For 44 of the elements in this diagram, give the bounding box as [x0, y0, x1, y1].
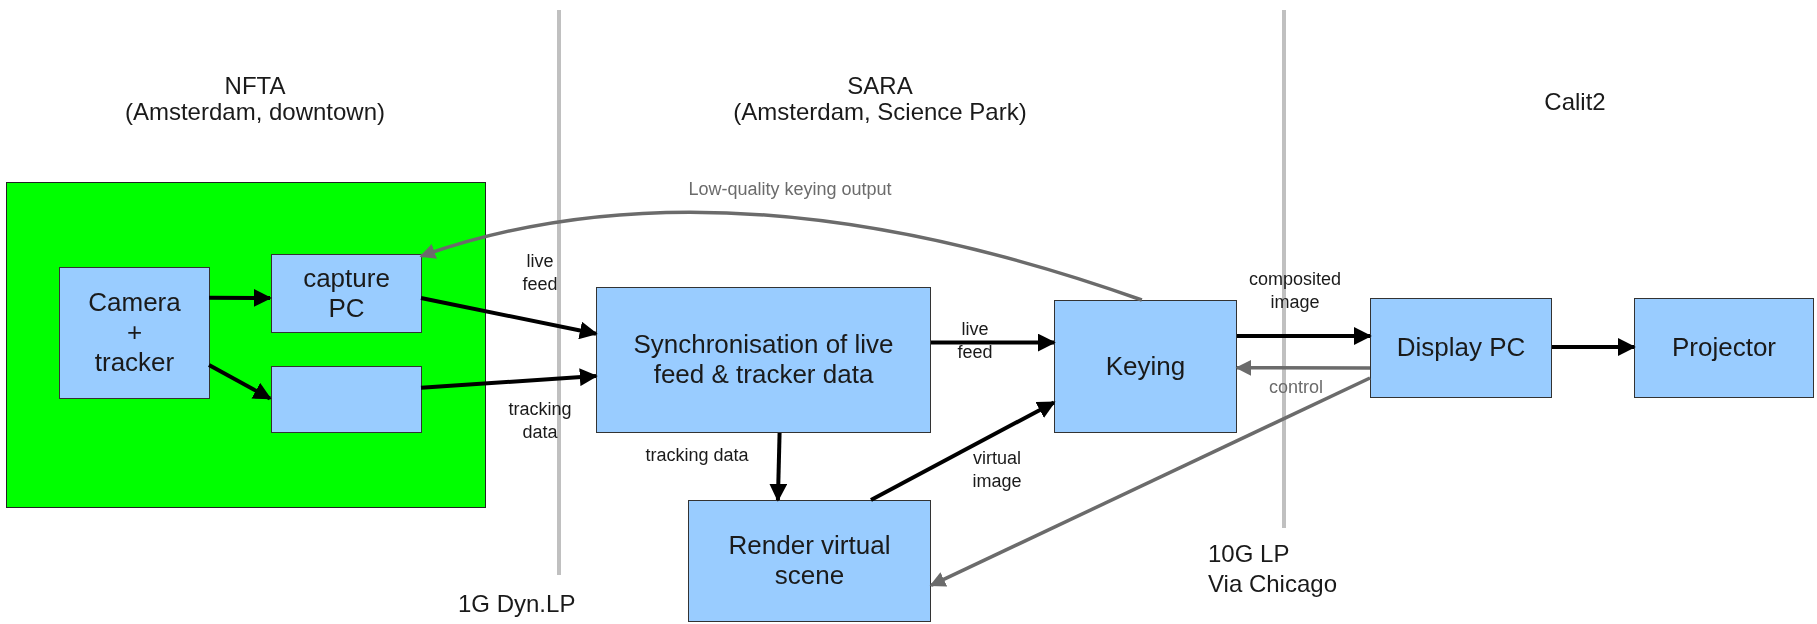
box-label: Display PC	[1396, 333, 1526, 363]
arrow	[208, 363, 272, 401]
group-box	[6, 182, 486, 508]
edge-label: composited image	[1247, 268, 1343, 315]
arrow	[870, 400, 1056, 502]
link-label: 1G Dyn.LP	[458, 590, 577, 619]
site-heading: NFTA	[223, 72, 287, 101]
edge-label: tracking data	[507, 398, 573, 445]
arrow	[931, 333, 1056, 352]
arrow	[209, 288, 272, 307]
arrow	[420, 296, 598, 340]
arrow	[929, 376, 1371, 587]
box-label: Camera + tracker	[87, 288, 182, 378]
edge-label: live feed	[956, 318, 994, 365]
edge-label: tracking data	[644, 444, 750, 467]
link-label: Via Chicago	[1208, 570, 1338, 599]
box-label: Render virtual scene	[727, 531, 892, 591]
arrow	[1237, 327, 1372, 345]
edge-label: virtual image	[971, 447, 1023, 494]
site-heading: (Amsterdam, Science Park)	[732, 98, 1028, 127]
box-label: Synchronisation of live feed & tracker data	[632, 330, 895, 390]
arrow	[1552, 338, 1636, 356]
process-box	[271, 254, 422, 333]
process-box	[271, 366, 422, 433]
edge-label: Low-quality keying output	[687, 178, 893, 201]
arrow	[420, 368, 598, 390]
box-label: Keying	[1105, 351, 1186, 382]
arrow	[769, 432, 788, 502]
site-heading: (Amsterdam, downtown)	[123, 98, 387, 127]
site-heading: Calit2	[1543, 88, 1607, 117]
process-box	[59, 267, 210, 399]
process-box	[596, 287, 931, 433]
edge-label: live feed	[521, 250, 559, 297]
process-box	[1634, 298, 1814, 398]
link-label: 10G LP	[1208, 540, 1291, 569]
box-label: capture PC	[302, 263, 391, 324]
process-box	[688, 500, 931, 622]
site-heading: SARA	[846, 72, 914, 101]
arrow	[1235, 359, 1370, 376]
box-label: Projector	[1671, 333, 1776, 363]
process-box	[1370, 298, 1552, 398]
arrow	[419, 210, 1143, 302]
edge-label: control	[1268, 376, 1324, 399]
process-box	[1054, 300, 1237, 433]
